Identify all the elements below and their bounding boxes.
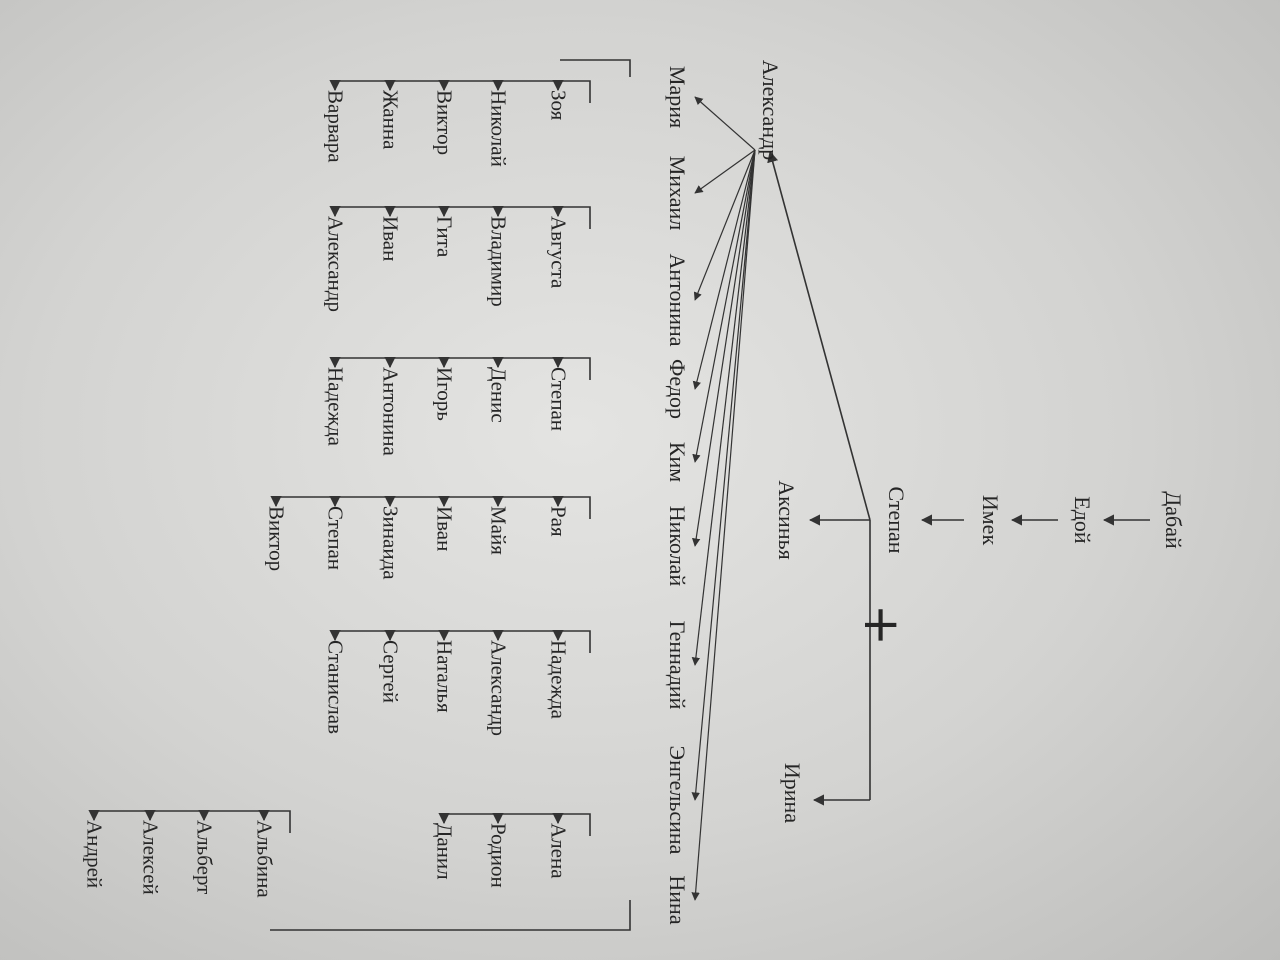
gc-gennadiy-stanislav: Станислав xyxy=(323,640,348,734)
gc-maria-nikolay: Николай xyxy=(486,90,511,167)
child-mariya: Мария xyxy=(665,65,690,129)
gc-maria-viktor: Виктор xyxy=(432,90,457,156)
connector-line-7 xyxy=(694,96,756,151)
bracket-line-34 xyxy=(276,496,591,519)
gc-nina-albert: Альберт xyxy=(192,820,217,895)
connector-line-15 xyxy=(691,149,756,901)
gc-kim-viktor: Виктор xyxy=(264,506,289,572)
gc-kim-ivan: Иван xyxy=(432,506,457,552)
gc-nina-andrey: Андрей xyxy=(82,820,107,889)
handwritten-plus-mark: + xyxy=(853,604,911,646)
bracket-line-16 xyxy=(335,80,591,103)
gc-gennadiy-natalya: Наталья xyxy=(432,640,457,713)
gc-maria-zoya: Зоя xyxy=(546,90,571,121)
ancestor-imek: Имек xyxy=(978,494,1003,546)
bracket-line-56 xyxy=(560,59,631,77)
gc-fedor-antonina: Антонина xyxy=(378,367,403,456)
gc-fedor-denis: Денис xyxy=(486,367,511,423)
child-fedor: Федор xyxy=(665,358,690,420)
gc-kim-zinaida: Зинаида xyxy=(378,506,403,580)
gc-kim-raya: Рая xyxy=(546,506,571,537)
connector-line-13 xyxy=(691,149,756,666)
gc-mikhail-aleksandr: Александр xyxy=(323,216,348,312)
gc-nina-albina: Альбина xyxy=(252,820,277,898)
bracket-line-28 xyxy=(335,357,591,380)
gc-maria-zhanna: Жанна xyxy=(378,90,403,150)
ancestor-dabay: Дабай xyxy=(1161,491,1186,549)
gc-kim-stepan: Степан xyxy=(323,506,348,571)
gc-fedor-igor: Игорь xyxy=(432,367,457,421)
bracket-line-22 xyxy=(335,206,591,229)
child-kim: Ким xyxy=(665,441,690,483)
child-irina: Ирина xyxy=(780,762,805,824)
child-gennadiy: Геннадий xyxy=(665,620,690,710)
gc-gennadiy-aleksandr: Александр xyxy=(486,640,511,736)
gc-fedor-stepan: Степан xyxy=(546,367,571,432)
connector-line-14 xyxy=(691,149,756,801)
connector-line-8 xyxy=(694,149,756,194)
gc-mikhail-vladimir: Владимир xyxy=(486,216,511,307)
gc-engelsina-alena: Алена xyxy=(546,823,571,879)
gc-engelsina-rodion: Родион xyxy=(486,823,511,888)
bracket-line-57 xyxy=(270,900,631,931)
gc-gennadiy-sergey: Сергей xyxy=(378,640,403,703)
gc-mikhail-gita: Гита xyxy=(432,216,457,258)
child-antonina: Антонина xyxy=(665,253,690,347)
gc-maria-varvara: Варвара xyxy=(323,90,348,163)
root-aleksandr: Александр xyxy=(758,59,783,161)
bracket-line-51 xyxy=(94,810,291,833)
child-nina: Нина xyxy=(665,875,690,925)
gc-mikhail-ivan: Иван xyxy=(378,216,403,262)
gc-engelsina-danil: Данил xyxy=(432,823,457,880)
connector-line-12 xyxy=(691,149,756,547)
gc-mikhail-avgusta: Августа xyxy=(546,216,571,289)
gc-nina-aleksey: Алексей xyxy=(138,820,163,895)
gc-gennadiy-nadezhda: Надежда xyxy=(546,640,571,720)
ancestor-stepan: Степан xyxy=(884,486,909,554)
connector-line-6 xyxy=(767,150,871,521)
child-mikhail: Михаил xyxy=(665,155,690,231)
connector-line-9 xyxy=(693,149,756,301)
gc-fedor-nadezhda: Надежда xyxy=(323,367,348,447)
child-nikolay: Николай xyxy=(665,505,690,587)
bracket-line-41 xyxy=(335,630,591,653)
connector-line-10 xyxy=(692,149,756,390)
ancestor-edoy: Едой xyxy=(1070,496,1095,544)
gc-kim-mayya: Майя xyxy=(486,506,511,555)
child-engelsina: Энгельсина xyxy=(665,745,690,855)
connector-line-11 xyxy=(692,149,756,463)
child-aksinya: Аксинья xyxy=(774,480,799,560)
